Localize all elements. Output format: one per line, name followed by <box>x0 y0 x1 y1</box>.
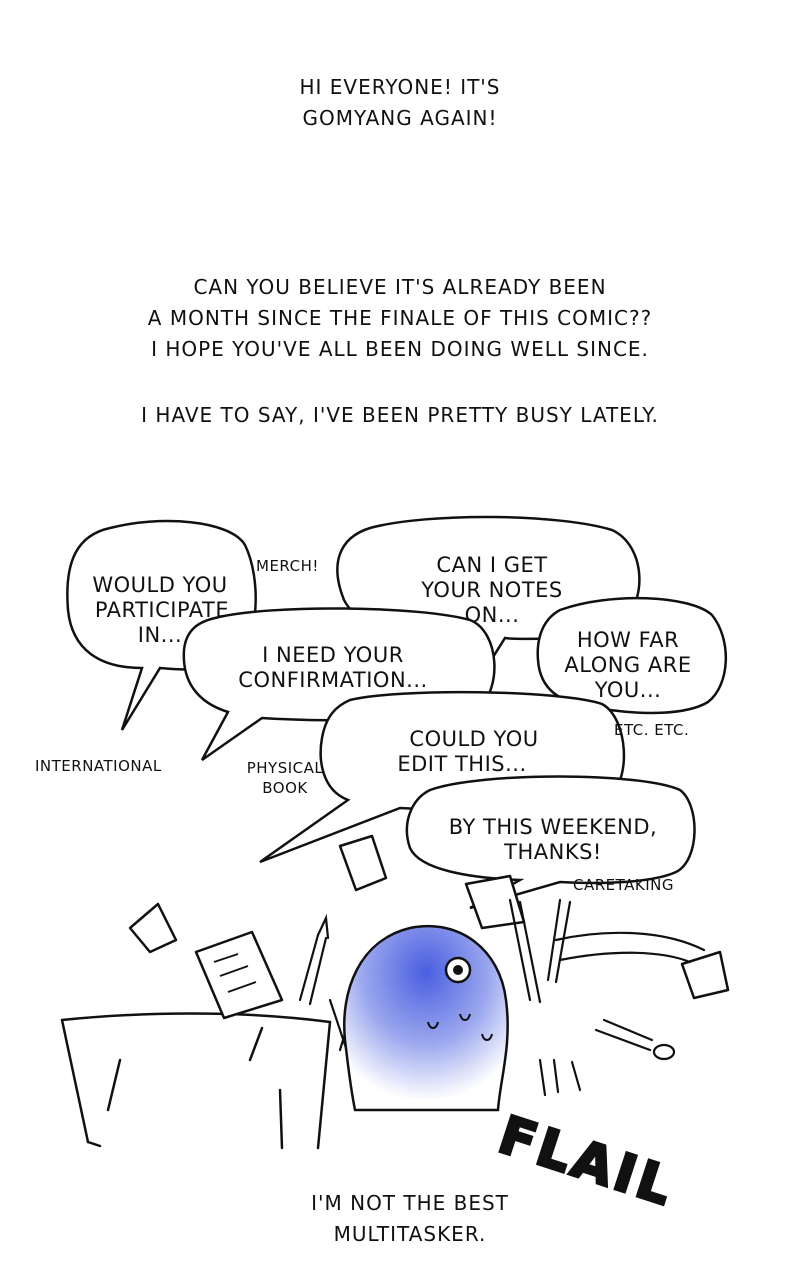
intro-line-1: HI EVERYONE! IT'S <box>299 75 501 99</box>
bubble-notes-line-2: YOUR NOTES <box>420 578 563 602</box>
label-physical: PHYSICAL <box>247 759 324 777</box>
bubble-confirmation-line-1: I NEED YOUR <box>262 643 404 667</box>
label-international: INTERNATIONAL <box>35 757 162 775</box>
bubble-how-far-line-3: YOU... <box>594 678 662 702</box>
flying-papers <box>128 834 730 1020</box>
intro-caption: HI EVERYONE! IT'S GOMYANG AGAIN! <box>0 72 800 134</box>
label-book: BOOK <box>262 779 308 797</box>
message-line-2: A MONTH SINCE THE FINALE OF THIS COMIC?? <box>147 306 653 330</box>
bubble-how-far <box>536 596 728 728</box>
desk-illustration <box>60 1012 332 1150</box>
message-caption: CAN YOU BELIEVE IT'S ALREADY BEEN A MONT… <box>0 272 800 365</box>
bubble-edit-line-1: COULD YOU <box>409 727 538 751</box>
message-line-3: I HOPE YOU'VE ALL BEEN DOING WELL SINCE. <box>151 337 649 361</box>
label-merch: MERCH! <box>256 557 319 575</box>
label-etc: ETC. ETC. <box>614 721 689 739</box>
ending-line-1: I'M NOT THE BEST <box>311 1191 509 1215</box>
ending-line-2: MULTITASKER. <box>333 1222 487 1246</box>
bubble-notes-line-1: CAN I GET <box>436 553 547 577</box>
message-line-1: CAN YOU BELIEVE IT'S ALREADY BEEN <box>193 275 607 299</box>
bubble-edit-line-2: EDIT THIS... <box>397 752 526 776</box>
character-blob <box>343 925 509 1112</box>
busy-line: I HAVE TO SAY, I'VE BEEN PRETTY BUSY LAT… <box>141 403 659 427</box>
bubble-participate-line-1: WOULD YOU <box>92 573 227 597</box>
ending-caption: I'M NOT THE BEST MULTITASKER. <box>10 1188 800 1250</box>
bubble-participate-line-2: PARTICIPATE <box>95 598 229 622</box>
flailing-arms <box>298 898 706 1097</box>
bubble-how-far-line-1: HOW FAR <box>577 628 679 652</box>
bubble-how-far-line-2: ALONG ARE <box>564 653 691 677</box>
busy-caption: I HAVE TO SAY, I'VE BEEN PRETTY BUSY LAT… <box>0 400 800 431</box>
bubble-weekend-line-2: THANKS! <box>503 840 602 864</box>
bubble-weekend <box>405 775 696 910</box>
label-caretaking: CARETAKING <box>573 876 674 894</box>
intro-line-2: GOMYANG AGAIN! <box>302 106 498 130</box>
paper-scribbles <box>213 953 257 993</box>
bubble-participate-line-3: IN... <box>138 623 182 647</box>
bubble-confirmation-line-2: CONFIRMATION... <box>238 668 427 692</box>
bubble-weekend-line-1: BY THIS WEEKEND, <box>449 815 657 839</box>
